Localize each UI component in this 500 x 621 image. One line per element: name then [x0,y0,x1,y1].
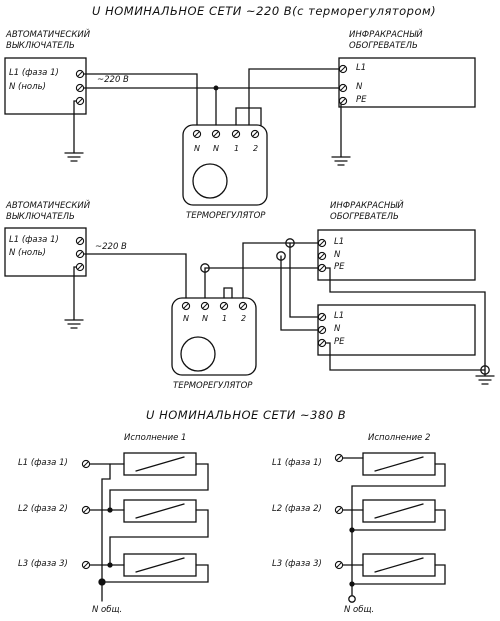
v2-phase-l2: L2 (фаза 2) [272,504,322,514]
thermo-1-term-d: 2 [253,144,259,153]
heater-label-1b: ОБОГРЕВАТЕЛЬ [349,41,418,51]
v2-phase-l1: L1 (фаза 1) [272,458,322,468]
thermo-1-term-c: 1 [234,144,240,153]
breaker-box-1 [4,57,87,115]
v1-phase-l2: L2 (фаза 2) [18,504,68,514]
v2-n-common: N общ. [344,605,375,615]
thermostat-dial-1 [192,163,228,199]
element-l2-v1 [123,499,197,523]
thermo-2-term-d: 2 [241,314,247,323]
v2-phase-l3: L3 (фаза 3) [272,559,322,569]
breaker-label-2b: ВЫКЛЮЧАТЕЛЬ [6,212,75,222]
thermostat-label-2: ТЕРМОРЕГУЛЯТОР [173,381,253,391]
diagram-220-single [4,57,476,206]
v1-phase-l3: L3 (фаза 3) [18,559,68,569]
thermo-2-term-b: N [202,314,208,323]
heater-label-1a: ИНФРАКРАСНЫЙ [349,30,423,40]
diagram-380-variant1 [89,452,209,602]
breaker-box-2 [4,227,87,277]
voltage-2: ~220 В [95,242,127,252]
heater-2b-l1: L1 [334,311,345,321]
heater-2b-pe: PE [334,337,345,347]
thermo-2-term-c: 1 [222,314,228,323]
title-220: U НОМИНАЛЬНОЕ СЕТИ ~220 В(с терморегулят… [92,4,437,18]
thermostat-label-1: ТЕРМОРЕГУЛЯТОР [186,211,266,221]
heater-1-pe: PE [356,95,367,105]
thermostat-dial-2 [180,336,216,372]
variant-1-label: Исполнение 1 [124,433,187,443]
breaker-label-1b: ВЫКЛЮЧАТЕЛЬ [6,41,75,51]
breaker-2-l1: L1 (фаза 1) [9,235,59,245]
thermo-1-term-b: N [213,144,219,153]
breaker-1-n: N (ноль) [9,82,46,92]
breaker-2-n: N (ноль) [9,248,46,258]
v1-phase-l1: L1 (фаза 1) [18,458,68,468]
heater-2a-n: N [334,250,341,260]
voltage-1: ~220 В [97,75,129,85]
heater-label-2b: ОБОГРЕВАТЕЛЬ [330,212,399,222]
title-380: U НОМИНАЛЬНОЕ СЕТИ ~380 В [146,408,347,422]
thermo-2-term-a: N [183,314,189,323]
breaker-label-2a: АВТОМАТИЧЕСКИЙ [6,201,91,211]
heater-box-1 [338,57,476,108]
heater-2a-l1: L1 [334,237,345,247]
breaker-label-1a: АВТОМАТИЧЕСКИЙ [6,30,91,40]
diagram-220-double [4,227,495,385]
thermostat-box-2 [171,297,257,376]
heater-1-n: N [356,82,363,92]
diagram-380-variant2 [342,452,446,603]
thermostat-box-1 [182,124,268,206]
element-l2-v2 [362,499,436,523]
variant-2-label: Исполнение 2 [368,433,431,443]
heater-2b-n: N [334,324,341,334]
heater-2a-pe: PE [334,262,345,272]
heater-label-2a: ИНФРАКРАСНЫЙ [330,201,404,211]
heater-1-l1: L1 [356,63,367,73]
thermo-1-term-a: N [194,144,200,153]
v1-n-common: N общ. [92,605,123,615]
breaker-1-l1: L1 (фаза 1) [9,68,59,78]
